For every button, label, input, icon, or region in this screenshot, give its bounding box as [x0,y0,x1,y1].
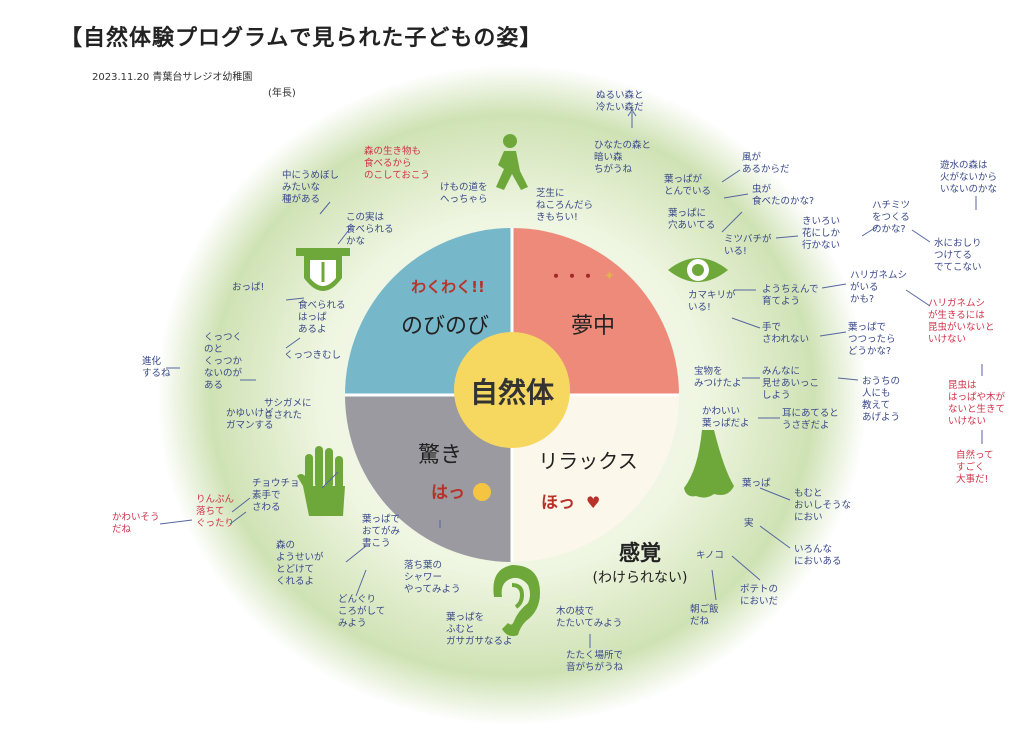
label-muchu: 夢中 [571,314,615,339]
label-relax: リラックス [538,449,637,473]
note: ハチミツ をつくる のかな? [872,200,911,235]
note: 手で さわれない [762,322,810,345]
note: ぬるい森と 冷たい森だ [596,90,644,113]
note: かわいそう だね [112,512,160,535]
ear-icon [493,565,540,637]
note: 水におしり つけてる でてこない [934,238,982,273]
nose-icon [684,430,734,498]
note: 芝生に ねころんだら きもちい! [536,188,594,223]
connector-arrows [159,109,983,648]
note: きいろい 花にしか 行かない [802,216,841,251]
page-title: 【自然体験プログラムで見られた子どもの姿】 [60,26,543,51]
note: みんなに 見せあいっこ しよう [762,366,820,401]
note: 実 [744,518,754,529]
class-note: (年長) [268,88,296,99]
note: この実は 食べられる かな [346,212,394,247]
heart-icon: ♥ [586,493,600,512]
note: 自然って すごく 大事だ! [956,450,994,485]
note: もむと おいしそうな におい [794,488,852,523]
accent-ho: ほっ [541,493,575,513]
note: 朝ご飯 だね [690,604,719,627]
note: くっつきむし [284,350,342,361]
quadrant-odoroki [345,395,512,562]
note: 中にうめぼし みたいな 種がある [282,170,340,205]
note: ミツバチが いる! [724,234,772,257]
note: たたく場所で 音がちがうね [566,650,624,673]
label-odoroki: 驚き [418,443,462,468]
hand-icon [297,446,345,516]
note: 耳にあてると うさぎだよ [782,408,839,431]
tongue-icon [296,248,350,291]
note: 宝物を みつけたよ [694,366,742,389]
note: 葉っぱで おてがみ 書こう [362,514,401,549]
note: 落ち葉の シャワー やってみよう [404,560,461,595]
note: 葉っぱで つつったら どうかな? [848,322,896,357]
note: 進化 するね [142,356,171,379]
note: おっぱ! [232,282,265,293]
note: りんぷん 落ちて ぐったり [196,494,235,529]
note: カマキリが いる! [688,290,736,313]
note: くっつく のと くっつか ないのが ある [204,332,243,391]
note: キノコ [696,550,724,561]
note: ようちえんで 育てよう [762,284,819,307]
senses-label: 感覚 [619,541,661,565]
sparkle-icon: ✦ [604,269,615,284]
note: チョウチョ 素手で さわる [252,478,300,513]
note: かわいい 葉っぱだよ [702,406,750,429]
note: どんぐり ころがして みよう [338,594,386,629]
date-note: 2023.11.20 青葉台サレジオ幼稚園 [92,72,253,83]
note: かゆいけど ガマンする [226,408,274,431]
label-nobinobi: のびのび [401,314,489,339]
note: 虫が 食べたのかな? [752,184,815,207]
note: ポテトの においだ [740,584,779,607]
accent-ha: はっ [431,483,465,503]
accent-dots: ・・・ [548,267,596,286]
note: 葉っぱを ふむと ガサガサなるよ [446,612,513,647]
center-label: 自然体 [470,376,555,409]
walking-person-icon [496,134,528,190]
note: サシガメに さされた [264,398,312,421]
note: 葉っぱに 穴あいてる [668,208,716,231]
note: 木の枝で たたいてみよう [556,606,623,629]
note: けもの道を へっちゃら [440,182,488,205]
accent-wakuwaku: わくわく!! [411,278,485,296]
surprised-face-icon [473,483,491,501]
note: いろんな においある [794,544,842,567]
note: ハリガネムシ が生きるには 昆虫がいないと いけない [928,298,995,345]
note: ハリガネムシ がいる かも? [850,270,908,305]
note: おうちの 人にも 教えて あげよう [862,376,901,423]
note: ひなたの森と 暗い森 ちがうね [594,140,652,175]
note: 食べられる はっぱ あるよ [298,300,346,335]
note: 森の生き物も 食べるから のこしておこう [364,146,430,181]
note: 森の ようせいが とどけて くれるよ [276,540,324,587]
note: 遊水の森は 火がないから いないのかな [940,160,998,195]
note: 昆虫は はっぱや木が ないと生きて いけない [948,380,1006,427]
note: 葉っぱ [742,478,771,489]
note: 葉っぱが とんでいる [664,174,712,197]
note: 風が あるからだ [742,152,790,175]
senses-sub: (わけられない) [593,570,688,586]
quadrant-relax [512,395,679,562]
center-circle [454,332,570,448]
eye-icon [668,258,728,282]
